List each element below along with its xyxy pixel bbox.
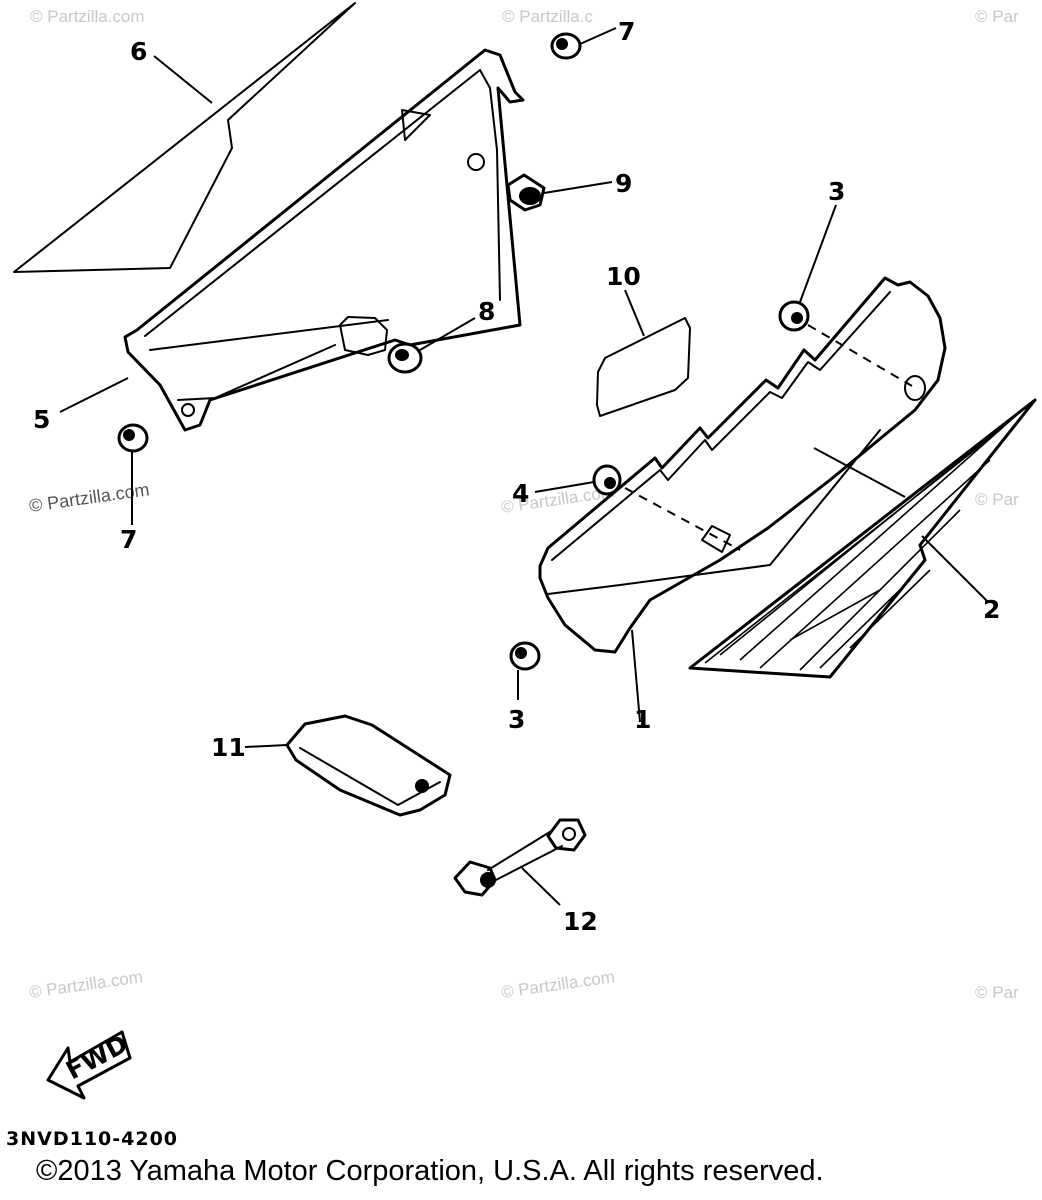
- callout-11: 11: [211, 733, 246, 762]
- callout-6: 6: [130, 37, 147, 66]
- callout-8: 8: [478, 297, 495, 326]
- leader-lines: [59, 27, 989, 906]
- callout-7-top: 7: [618, 17, 635, 46]
- part-11-cover[interactable]: [285, 714, 452, 817]
- part-2-emblem[interactable]: [688, 398, 1037, 679]
- assembly-line-4: [624, 487, 741, 551]
- callout-3-top: 3: [828, 177, 845, 206]
- assembly-line-3: [807, 324, 913, 387]
- watermark-top-left: © Partzilla.com: [30, 7, 145, 26]
- part-12-strap[interactable]: [453, 818, 587, 897]
- part-1-side-cover[interactable]: [538, 276, 947, 654]
- callout-7-bottom: 7: [120, 525, 137, 554]
- part-6-graphic[interactable]: [13, 2, 356, 273]
- part-7-grommet-bottom[interactable]: [117, 423, 149, 453]
- callout-12: 12: [563, 907, 598, 936]
- watermark-bottom-center: © Partzilla.com: [500, 967, 616, 1002]
- part-4-grommet[interactable]: [592, 464, 622, 496]
- callout-5: 5: [33, 405, 50, 434]
- part-10-label[interactable]: [596, 317, 691, 417]
- part-7-grommet-top[interactable]: [550, 32, 582, 60]
- watermark-mid-right: © Par: [975, 490, 1019, 509]
- watermark-top-center: © Partzilla.c: [502, 7, 593, 26]
- fwd-arrow: FWD: [46, 1029, 133, 1100]
- callout-2: 2: [983, 595, 1000, 624]
- watermark-bottom-left: © Partzilla.com: [28, 967, 144, 1002]
- watermark-bottom-right: © Par: [975, 983, 1019, 1002]
- callout-1: 1: [634, 705, 651, 734]
- part-8-grommet[interactable]: [387, 342, 423, 374]
- callout-4: 4: [512, 479, 529, 508]
- part-3-grommet-top[interactable]: [778, 300, 810, 332]
- part-3-grommet-bottom[interactable]: [509, 641, 541, 671]
- copyright-notice: ©2013 Yamaha Motor Corporation, U.S.A. A…: [36, 1155, 824, 1187]
- part-5-side-cover-frame[interactable]: [123, 48, 525, 432]
- callout-10: 10: [606, 262, 641, 291]
- part-9-collar[interactable]: [506, 173, 546, 212]
- callout-3-bottom: 3: [508, 705, 525, 734]
- diagram-code: 3NVD110-4200: [6, 1128, 179, 1150]
- watermark-top-right: © Par: [975, 7, 1019, 26]
- callout-9: 9: [615, 169, 632, 198]
